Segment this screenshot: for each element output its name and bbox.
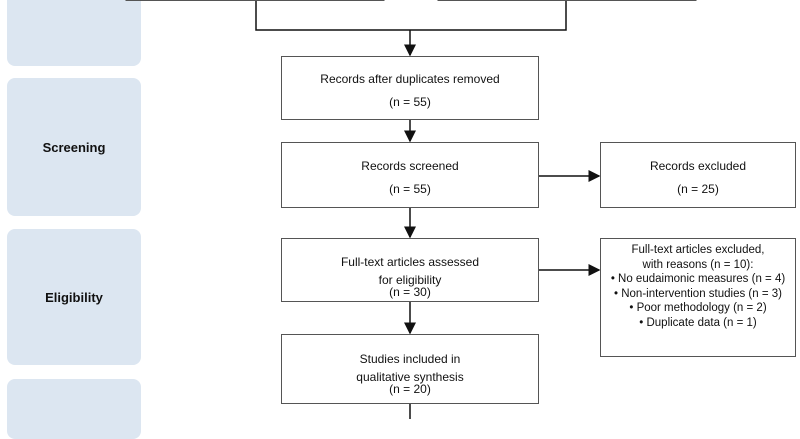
box-fulltext-assessed-line3: (n = 30) <box>389 285 431 299</box>
box-fulltext-excluded-line1: Full-text articles excluded, <box>631 244 765 256</box>
connector-lines <box>125 0 697 419</box>
phase-screening-panel: Screening <box>7 78 141 216</box>
phase-identification-panel <box>7 0 141 66</box>
box-records-after-duplicates: Records after duplicates removed (n = 55… <box>281 56 539 120</box>
box-studies-included-line1: Studies included in <box>359 352 461 366</box>
box-records-after-duplicates-line2: (n = 55) <box>389 95 431 109</box>
box-records-screened-line1: Records screened <box>361 159 459 173</box>
reason-item: • Duplicate data (n = 1) <box>639 316 757 329</box>
phase-eligibility-panel: Eligibility <box>7 229 141 365</box>
box-fulltext-assessed-line2: for eligibility <box>378 273 442 287</box>
box-fulltext-assessed: Full-text articles assessed for eligibil… <box>281 238 539 302</box>
box-studies-included: Studies included in qualitative synthesi… <box>281 334 539 404</box>
reason-item: • No eudaimonic measures (n = 4) <box>610 273 786 285</box>
box-studies-included-line3: (n = 20) <box>389 382 431 396</box>
box-records-excluded: Records excluded (n = 25) <box>600 142 796 208</box>
box-studies-included-line2: qualitative synthesis <box>356 370 464 384</box>
prisma-flow-diagram: Screening Eligibility <box>7 0 796 439</box>
box-fulltext-excluded: Full-text articles excluded, with reason… <box>600 238 796 357</box>
box-records-excluded-line1: Records excluded <box>649 159 747 173</box>
phase-eligibility-label: Eligibility <box>45 289 103 305</box>
reason-item: • Non-intervention studies (n = 3) <box>614 287 782 300</box>
box-records-excluded-line2: (n = 25) <box>677 182 719 196</box>
box-fulltext-excluded-line2: with reasons (n = 10): <box>642 258 754 271</box>
box-fulltext-assessed-line1: Full-text articles assessed <box>340 255 480 269</box>
box-records-screened: Records screened (n = 55) <box>281 142 539 208</box>
box-records-after-duplicates-line1: Records after duplicates removed <box>320 72 500 86</box>
reason-item: • Poor methodology (n = 2) <box>629 302 767 314</box>
box-records-screened-line2: (n = 55) <box>389 182 431 196</box>
phase-screening-label: Screening <box>42 139 106 155</box>
